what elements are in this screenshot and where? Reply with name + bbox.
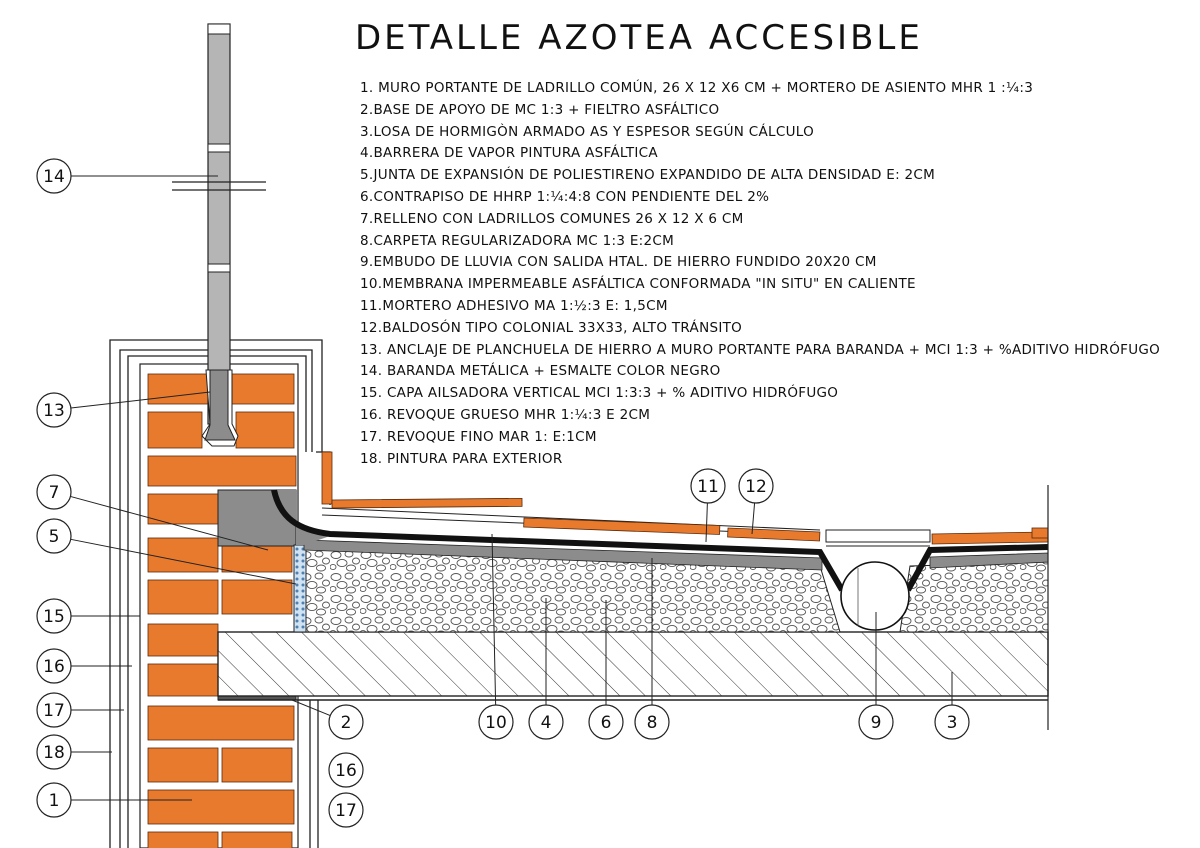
legend-item: 9.EMBUDO DE LLUVIA CON SALIDA HTAL. DE H…	[360, 254, 877, 271]
callout-bottom-10: 10	[478, 533, 514, 740]
callout-number: 4	[541, 713, 552, 733]
callout-number: 10	[485, 713, 507, 733]
legend-item: 4.BARRERA DE VAPOR PINTURA ASFÁLTICA	[360, 145, 658, 162]
tile	[727, 527, 821, 542]
tile	[931, 531, 1049, 545]
legend-list: 1. MURO PORTANTE DE LADRILLO COMÚN, 26 X…	[360, 78, 1160, 470]
brick	[235, 411, 295, 449]
legend-item: 10.MEMBRANA IMPERMEABLE ASFÁLTICA CONFOR…	[360, 276, 916, 293]
concrete-slab	[217, 631, 1049, 697]
brick	[147, 373, 211, 405]
callout-number: 2	[341, 713, 352, 733]
legend-item: 13. ANCLAJE DE PLANCHUELA DE HIERRO A MU…	[360, 341, 1161, 358]
expansion-joint	[293, 544, 307, 633]
waterproof-membrane	[271, 489, 845, 592]
brick	[147, 705, 295, 741]
callout-bottom-8: 8	[634, 558, 670, 740]
callout-bottom-17: 17	[328, 792, 364, 828]
legend-item: 11.MORTERO ADHESIVO MA 1:½:3 e: 1,5cm	[360, 297, 668, 314]
colonial-tiles	[321, 451, 1049, 545]
callout-number: 14	[43, 167, 65, 187]
tile	[321, 451, 333, 505]
callout-number: 12	[745, 477, 767, 497]
callout-number: 16	[43, 657, 65, 677]
brick	[147, 411, 203, 449]
legend-item: 3.LOSA DE HORMIGÒN ARMADO AS Y ESPESOR S…	[360, 123, 815, 140]
callout-bottom-9: 9	[858, 612, 894, 740]
callout-top-11: 11	[690, 468, 726, 543]
legend-item: 2.BASE DE APOYO DE MC 1:3 + FIELTRO ASFÁ…	[360, 101, 720, 118]
parapet-fillet	[275, 490, 330, 545]
callout-left-14: 14	[36, 158, 218, 194]
brick	[231, 373, 295, 405]
regularizing-screed	[303, 539, 823, 571]
callout-number: 17	[43, 701, 65, 721]
callout-top-12: 12	[738, 468, 774, 535]
callout-number: 1	[49, 791, 60, 811]
callout-left-15: 15	[36, 598, 140, 634]
legend-item: 6.CONTRAPISO DE HHRP 1:¼:4:8 CON PENDIEN…	[360, 188, 770, 205]
callout-left-18: 18	[36, 734, 112, 770]
tile	[331, 497, 523, 509]
legend-item: 18. PINTURA PARA EXTERIOR	[360, 450, 563, 467]
callout-left-7: 7	[36, 474, 269, 551]
lightweight-concrete-fill-right	[899, 561, 1049, 633]
legend-item: 16. REVOQUE GRUESO MHR 1:¼:3 e 2cm	[360, 406, 651, 423]
legend-item: 12.BALDOSÓN TIPO COLONIAL 33X33, ALTO TR…	[360, 319, 743, 336]
rain-funnel	[825, 529, 931, 631]
callout-left-13: 13	[36, 391, 211, 428]
legend-item: 15. CAPA AILSADORA VERTICAL MCI 1:3:3 + …	[360, 385, 839, 402]
brick	[147, 747, 219, 783]
legend-item: 17. REVOQUE FINO MAR 1: e:1cm	[360, 428, 597, 445]
brick	[147, 493, 219, 525]
legend-item: 14. BARANDA METÁLICA + ESMALTE COLOR NEG…	[360, 363, 721, 380]
callout-number: 7	[49, 483, 60, 503]
callout-number: 9	[871, 713, 882, 733]
brick	[147, 579, 219, 615]
callout-bottom-6: 6	[588, 600, 624, 740]
callout-number: 11	[697, 477, 719, 497]
callout-number: 16	[335, 761, 357, 781]
callout-number: 5	[49, 527, 60, 547]
callout-number: 17	[335, 801, 357, 821]
brick	[147, 831, 219, 848]
callout-left-17: 17	[36, 692, 124, 728]
drawing-title: DETALLE AZOTEA ACCESIBLE	[355, 18, 923, 58]
brick	[147, 663, 219, 697]
metal-railing	[172, 23, 266, 447]
brick	[221, 831, 293, 848]
legend-item: 8.CARPETA REGULARIZADORA MC 1:3 e:2cm	[360, 232, 675, 249]
brick	[221, 747, 293, 783]
callout-bottom-4: 4	[528, 598, 564, 740]
callout-number: 18	[43, 743, 65, 763]
tile	[523, 517, 721, 535]
legend-item: 1. MURO PORTANTE DE LADRILLO COMÚN, 26 X…	[360, 80, 1034, 96]
brick	[147, 623, 219, 657]
callout-number: 13	[43, 401, 65, 421]
callout-bottom-3: 3	[934, 672, 970, 740]
callout-left-16: 16	[36, 648, 132, 684]
tile	[1031, 527, 1049, 539]
brick	[147, 455, 297, 487]
callout-bottom-2: 2	[291, 699, 364, 740]
callout-number: 3	[947, 713, 958, 733]
brick	[147, 789, 295, 825]
brick	[221, 579, 293, 615]
legend-item: 7.RELLENO CON LADRILLOS COMUNES 26 X 12 …	[360, 210, 744, 227]
callout-number: 8	[647, 713, 658, 733]
callout-left-5: 5	[36, 518, 297, 585]
legend-item: 5.JUNTA DE EXPANSIÓN DE POLIESTIRENO EXP…	[360, 167, 936, 184]
callout-number: 15	[43, 607, 65, 627]
callout-bottom-16: 16	[328, 752, 364, 788]
callout-left-1: 1	[36, 782, 192, 818]
callout-number: 6	[601, 713, 612, 733]
